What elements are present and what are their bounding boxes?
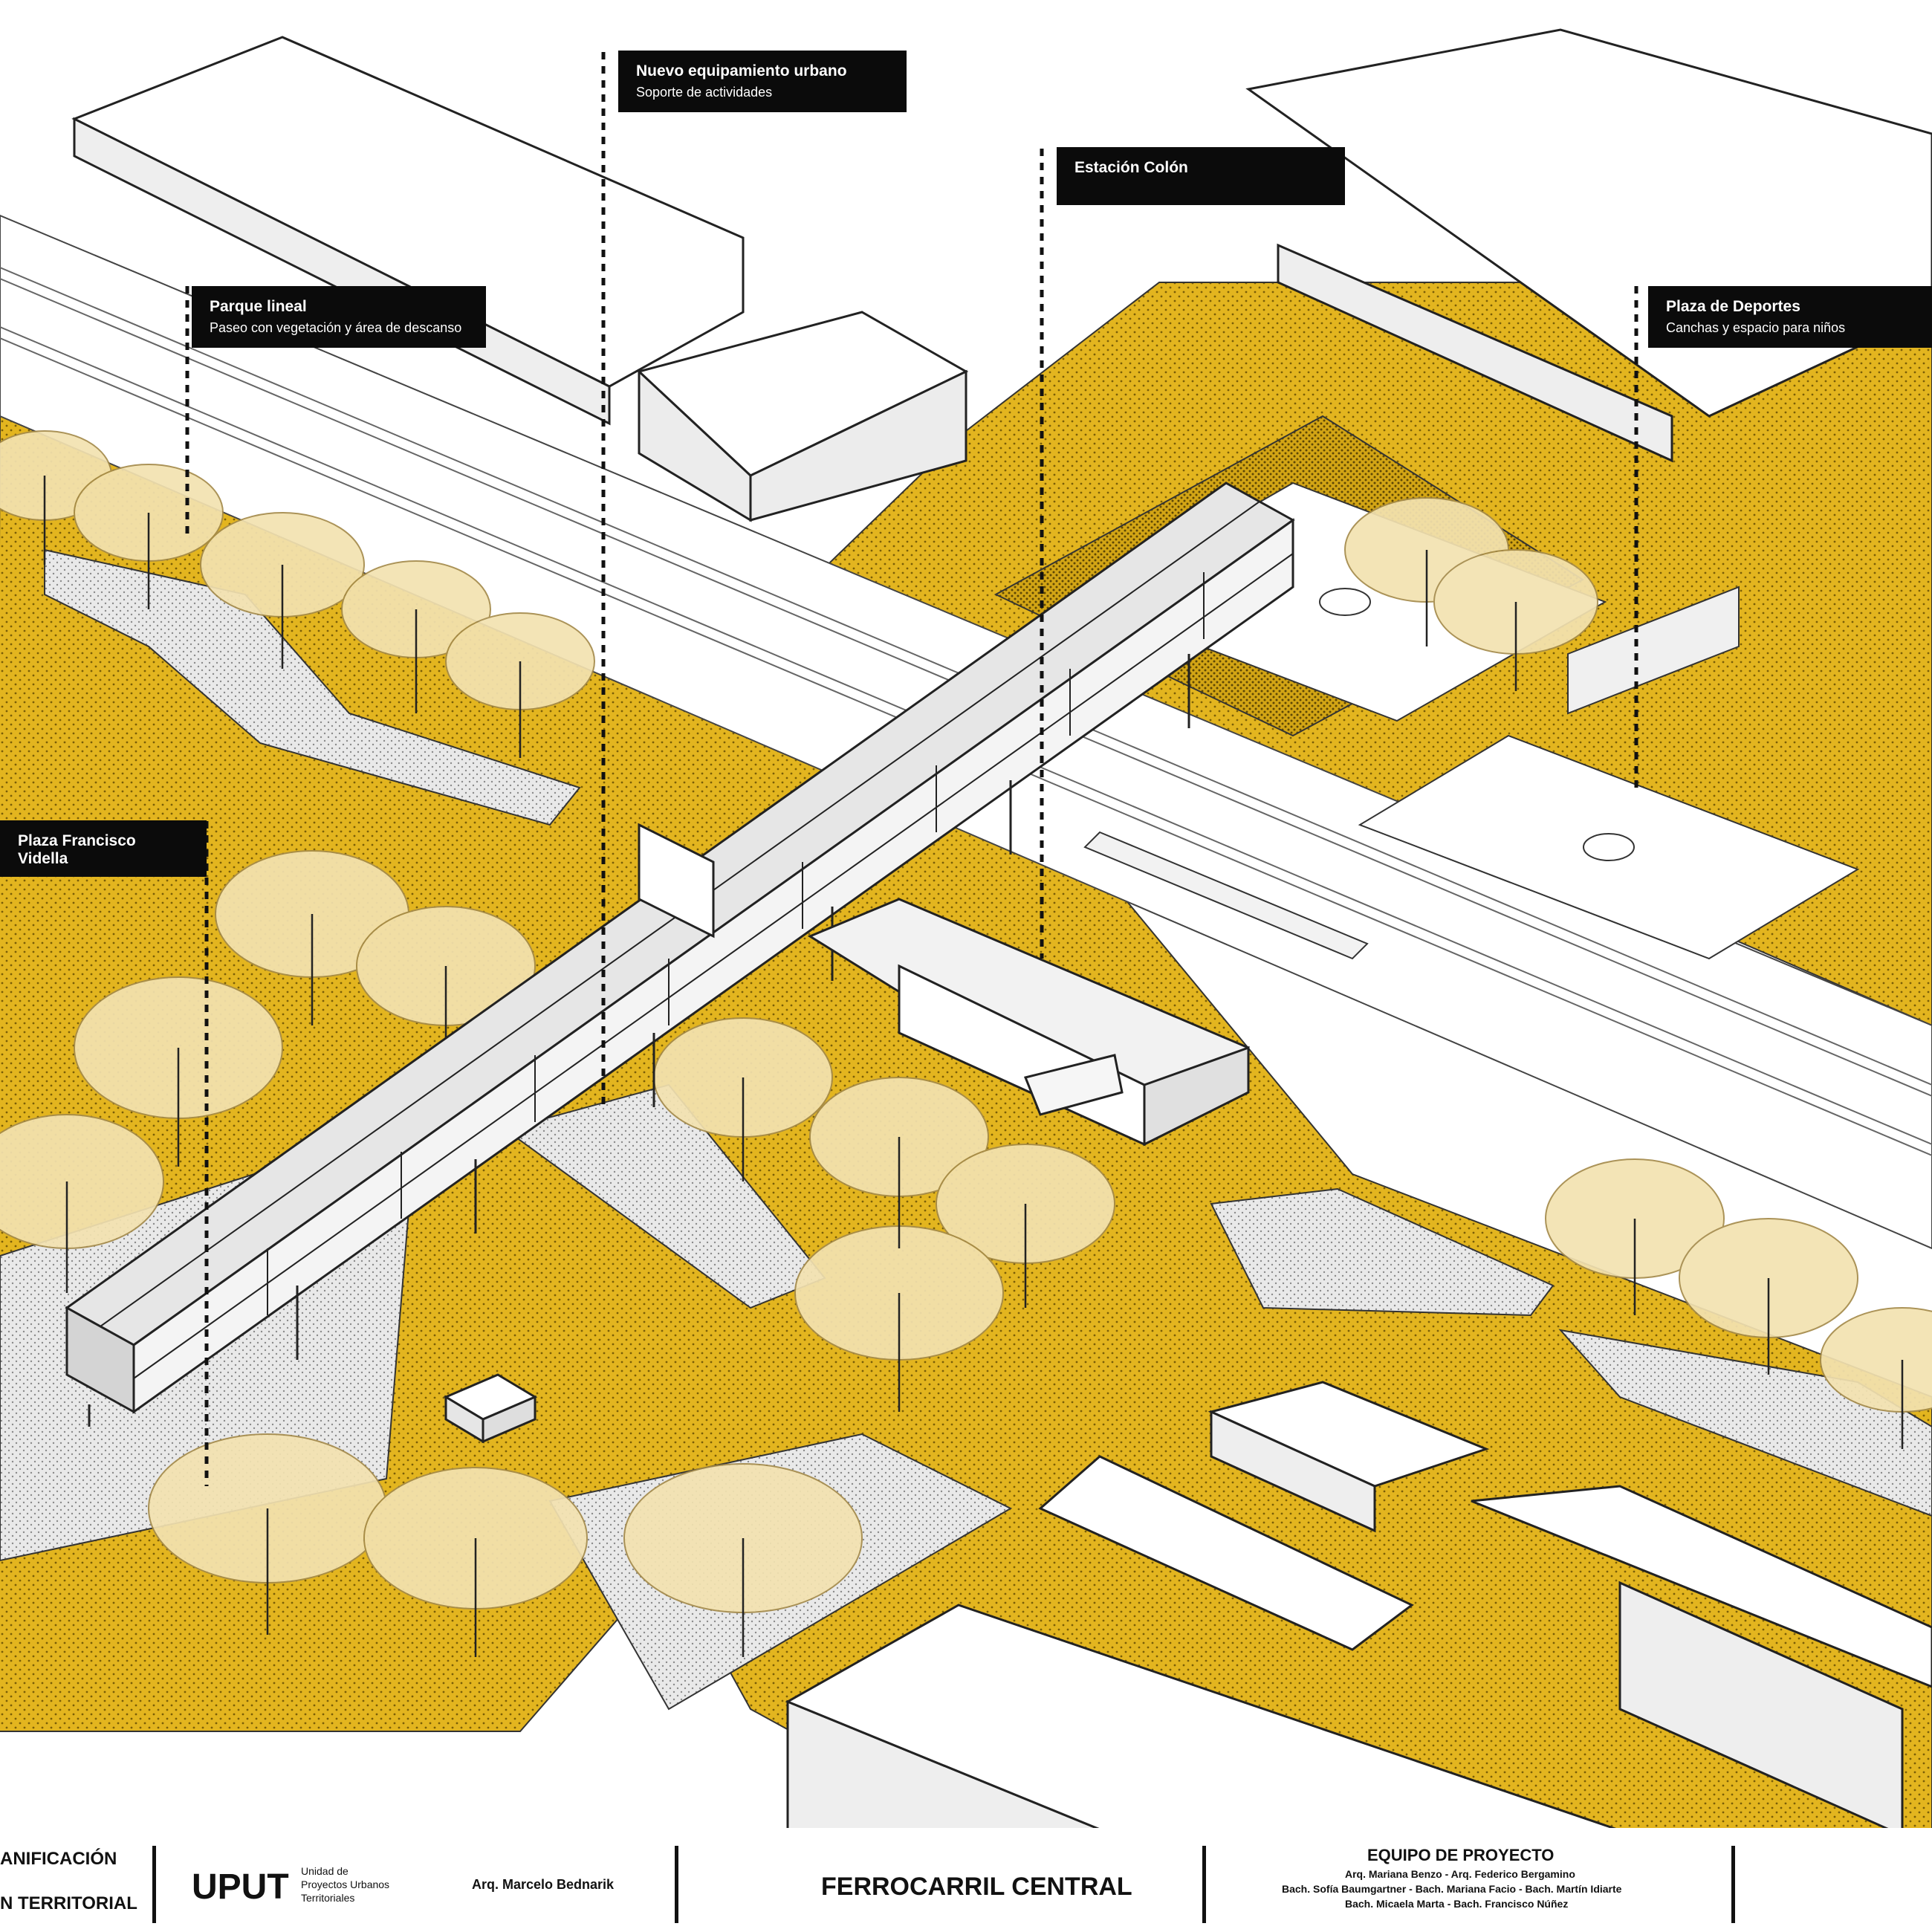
footer-divider xyxy=(152,1846,156,1923)
callout-title: Plaza de Deportes xyxy=(1666,298,1800,315)
station-platform xyxy=(1083,831,1369,960)
callout-estacion-colon: Estación Colón xyxy=(1057,147,1345,205)
callout-title: Parque lineal xyxy=(210,298,307,315)
callout-subtitle: Canchas y espacio para niños xyxy=(1666,320,1846,335)
uput-logo: UPUT xyxy=(192,1867,289,1907)
station-building xyxy=(638,823,1250,1147)
callout-parque-lineal: Parque lineal Paseo con vegetación y áre… xyxy=(192,286,486,348)
team-line: Bach. Micaela Marta - Bach. Francisco Nú… xyxy=(1345,1898,1569,1910)
team-line: Bach. Sofía Baumgartner - Bach. Mariana … xyxy=(1282,1883,1622,1895)
footer-left-line2: N TERRITORIAL xyxy=(0,1893,137,1913)
leader-lines xyxy=(185,52,1638,1486)
footer-left-line1: ANIFICACIÓN xyxy=(0,1849,117,1869)
callout-title: Plaza Francisco Vidella xyxy=(18,832,136,867)
title-block: ANIFICACIÓN N TERRITORIAL UPUT Unidad de… xyxy=(0,1828,1932,1932)
tree-trunks xyxy=(43,476,1904,1657)
team-heading: EQUIPO DE PROYECTO xyxy=(1367,1846,1555,1864)
field-2 xyxy=(1358,734,1860,960)
footer-divider xyxy=(1731,1846,1735,1923)
uput-desc-line2: Proyectos Urbanos xyxy=(301,1878,390,1890)
callout-title: Nuevo equipamiento urbano xyxy=(636,62,847,80)
callout-plaza-francisco-vidella: Plaza Francisco Vidella xyxy=(0,820,207,877)
callout-title: Estación Colón xyxy=(1074,159,1188,176)
field-building xyxy=(1567,586,1740,715)
callout-subtitle: Soporte de actividades xyxy=(636,85,773,100)
footer-divider xyxy=(1202,1846,1206,1923)
team-line: Arq. Mariana Benzo - Arq. Federico Berga… xyxy=(1345,1868,1575,1880)
architect-name: Arq. Marcelo Bednarik xyxy=(472,1877,615,1892)
uput-desc-line1: Unidad de xyxy=(301,1865,349,1877)
callout-subtitle: Paseo con vegetación y área de descanso xyxy=(210,320,462,335)
callout-plaza-deportes: Plaza de Deportes Canchas y espacio para… xyxy=(1648,286,1932,348)
uput-desc-line3: Territoriales xyxy=(301,1892,355,1904)
project-title: FERROCARRIL CENTRAL xyxy=(821,1873,1132,1901)
footer-divider xyxy=(675,1846,678,1923)
north-buildings xyxy=(71,28,1932,522)
callout-nuevo-equipamiento: Nuevo equipamiento urbano Soporte de act… xyxy=(618,51,907,112)
south-buildings xyxy=(443,1373,1932,1838)
